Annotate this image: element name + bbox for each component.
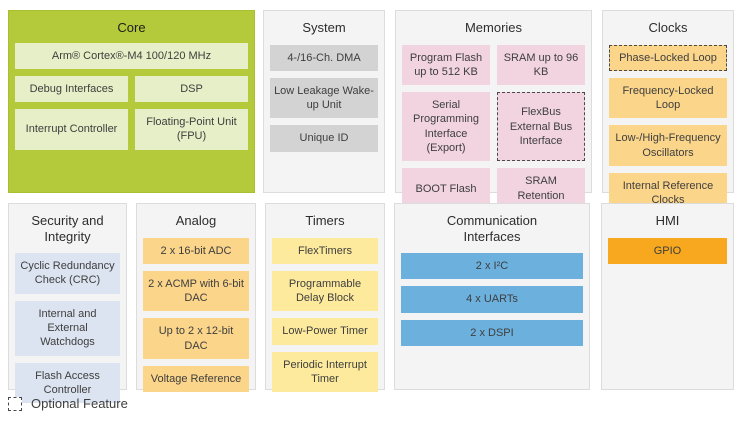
block-adc: 2 x 16-bit ADC	[143, 237, 249, 264]
section-core: Core Arm® Cortex®-M4 100/120 MHz Debug I…	[8, 10, 255, 193]
section-clocks: Clocks Phase-Locked Loop Frequency-Locke…	[602, 10, 734, 214]
section-comm-title: Communication Interfaces	[446, 213, 538, 244]
block-programmable-delay-block: Programmable Delay Block	[272, 270, 378, 312]
section-core-title: Core	[117, 20, 146, 35]
block-arm-cortex-m4: Arm® Cortex®-M4 100/120 MHz	[15, 42, 248, 69]
section-timers-title: Timers	[305, 213, 345, 228]
block-acmp: 2 x ACMP with 6-bit DAC	[143, 270, 249, 312]
block-gpio: GPIO	[608, 237, 727, 264]
section-security-title: Security and Integrity	[31, 213, 104, 244]
section-analog: Analog 2 x 16-bit ADC 2 x ACMP with 6-bi…	[136, 203, 256, 393]
block-floating-point-unit: Floating-Point Unit (FPU)	[135, 109, 248, 150]
block-sram: SRAM up to 96 KB	[497, 44, 585, 86]
block-dma: 4-/16-Ch. DMA	[270, 44, 378, 71]
section-analog-title: Analog	[175, 213, 217, 228]
block-low-leakage-wakeup-unit: Low Leakage Wake-up Unit	[270, 77, 378, 119]
block-serial-programming-interface: Serial Programming Interface (Export)	[402, 92, 490, 162]
memories-block-grid: Program Flash up to 512 KB SRAM up to 96…	[402, 44, 585, 209]
core-block-grid: Debug Interfaces DSP Interrupt Controlle…	[15, 75, 248, 150]
block-phase-locked-loop: Phase-Locked Loop	[609, 44, 727, 71]
block-i2c: 2 x I²C	[401, 253, 583, 280]
legend-optional-feature: Optional Feature	[8, 396, 128, 411]
block-crc: Cyclic Redundancy Check (CRC)	[15, 253, 120, 294]
block-boot-flash: BOOT Flash	[402, 168, 490, 209]
block-flextimers: FlexTimers	[272, 237, 378, 264]
block-flash-access-controller: Flash Access Controller	[15, 362, 120, 404]
block-watchdogs: Internal and External Watchdogs	[15, 300, 120, 356]
block-unique-id: Unique ID	[270, 125, 378, 152]
block-periodic-interrupt-timer: Periodic Interrupt Timer	[272, 351, 378, 393]
block-dsp: DSP	[135, 75, 248, 103]
section-memories: Memories Program Flash up to 512 KB SRAM…	[395, 10, 592, 209]
section-hmi: HMI GPIO	[601, 203, 734, 390]
section-hmi-title: HMI	[655, 213, 680, 228]
block-dspi: 2 x DSPI	[401, 319, 583, 347]
section-security-and-integrity: Security and Integrity Cyclic Redundancy…	[8, 203, 127, 404]
section-system-title: System	[302, 20, 346, 35]
block-sram-retention: SRAM Retention	[497, 168, 585, 209]
block-debug-interfaces: Debug Interfaces	[15, 75, 128, 103]
block-flexbus-external-bus-interface: FlexBus External Bus Interface	[497, 92, 585, 162]
block-voltage-reference: Voltage Reference	[143, 366, 249, 393]
section-system: System 4-/16-Ch. DMA Low Leakage Wake-up…	[263, 10, 385, 193]
section-timers: Timers FlexTimers Programmable Delay Blo…	[265, 203, 385, 393]
section-memories-title: Memories	[464, 20, 523, 35]
section-communication-interfaces: Communication Interfaces 2 x I²C 4 x UAR…	[394, 203, 590, 390]
block-low-high-frequency-oscillators: Low-/High-Frequency Oscillators	[609, 125, 727, 167]
block-low-power-timer: Low-Power Timer	[272, 318, 378, 345]
block-interrupt-controller: Interrupt Controller	[15, 109, 128, 150]
block-dac: Up to 2 x 12-bit DAC	[143, 318, 249, 360]
block-uarts: 4 x UARTs	[401, 286, 583, 313]
block-program-flash: Program Flash up to 512 KB	[402, 44, 490, 86]
optional-feature-swatch-icon	[8, 396, 22, 411]
block-frequency-locked-loop: Frequency-Locked Loop	[609, 77, 727, 119]
legend-label: Optional Feature	[31, 396, 128, 411]
section-clocks-title: Clocks	[648, 20, 688, 35]
